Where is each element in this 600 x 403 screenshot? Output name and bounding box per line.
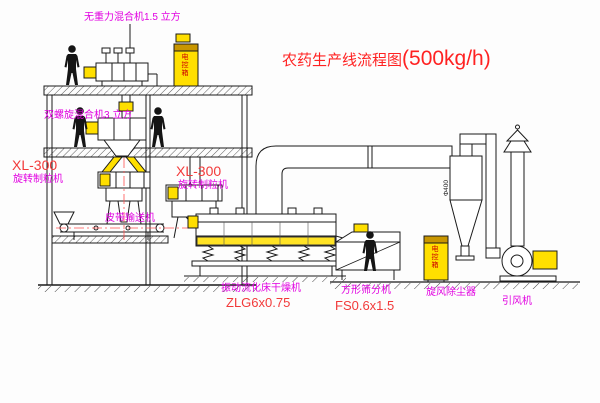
cyclone-machine — [449, 133, 501, 261]
top-mixer-machine — [83, 24, 158, 86]
tower-structure — [38, 85, 256, 292]
label-pipe-dim: Φ400 — [443, 179, 450, 196]
label-sieve-name: 方形筛分机 — [341, 285, 391, 296]
label-control-box-1: 电控箱 — [181, 53, 188, 77]
label-belt-conveyor: 皮带输送机 — [105, 213, 155, 224]
exhaust-stack — [503, 124, 532, 247]
label-granulator2-model: XL-300 — [176, 163, 222, 179]
label-fan: 引风机 — [502, 296, 532, 307]
label-granulator1-model: XL-300 — [12, 157, 58, 173]
label-control-box-2: 电控箱 — [431, 245, 438, 269]
ground — [184, 275, 580, 289]
control-cabinet-2 — [423, 235, 449, 282]
induced-fan-machine — [499, 245, 558, 282]
exhaust-duct — [255, 145, 453, 215]
title-text: 农药生产线流程图 — [282, 52, 403, 69]
label-cyclone: 旋风除尘器 — [426, 287, 476, 298]
second-mixer-machine — [85, 94, 147, 157]
label-sieve-model: FS0.6x1.5 — [335, 298, 395, 313]
person-second-floor-right — [150, 107, 166, 147]
label-granulator1-name: 旋转制粒机 — [13, 174, 63, 185]
label-second-mixer: 双螺旋混合机3 立方 — [44, 110, 133, 121]
page-title: 农药生产线流程图(500kg/h) — [282, 48, 491, 69]
control-cabinet-1 — [173, 33, 199, 87]
label-granulator2-name: 旋转制粒机 — [178, 180, 228, 191]
person-top-floor — [64, 45, 80, 85]
label-dryer-name: 振动流化床干燥机 — [221, 283, 301, 294]
fluid-bed-dryer-machine — [187, 207, 351, 276]
title-capacity: (500kg/h) — [402, 47, 491, 70]
label-dryer-model: ZLG6x0.75 — [226, 295, 291, 310]
label-top-mixer: 无重力混合机1.5 立方 — [84, 12, 181, 23]
